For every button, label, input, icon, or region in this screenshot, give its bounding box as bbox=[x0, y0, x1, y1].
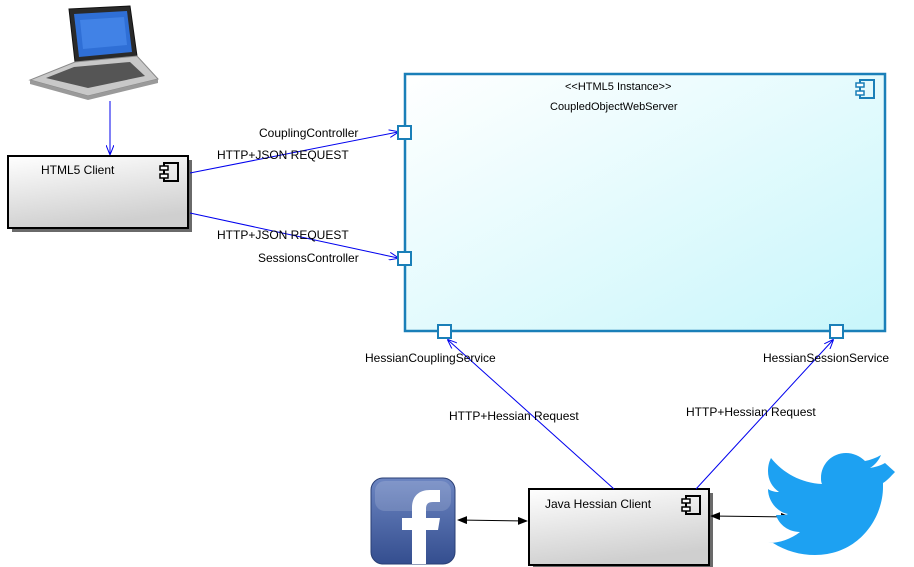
hessian-coupling-port[interactable] bbox=[437, 324, 452, 339]
coupling-controller-port[interactable] bbox=[397, 125, 412, 140]
server-name: CoupledObjectWebServer bbox=[550, 101, 678, 113]
hessian-session-port[interactable] bbox=[829, 324, 844, 339]
coupling-request-connector bbox=[189, 132, 398, 174]
hessian-request-label-2: HTTP+Hessian Request bbox=[686, 405, 816, 419]
coupling-controller-label: CouplingController bbox=[259, 126, 359, 140]
server-stereotype: <<HTML5 Instance>> bbox=[565, 81, 672, 93]
twitter-icon bbox=[768, 453, 895, 555]
html5-client-box[interactable] bbox=[7, 155, 189, 229]
sessions-request-connector bbox=[189, 212, 398, 258]
html5-component-icon bbox=[159, 162, 179, 182]
sessions-controller-label: SessionsController bbox=[258, 251, 359, 265]
hessian-session-service-label: HessianSessionService bbox=[763, 351, 890, 365]
hessian-request-label-1: HTTP+Hessian Request bbox=[449, 409, 579, 423]
java-component-icon bbox=[681, 495, 701, 515]
java-client-box[interactable] bbox=[528, 488, 710, 566]
hessian-coupling-service-label: HessianCouplingService bbox=[365, 351, 496, 365]
hessian-session-connector bbox=[695, 340, 833, 490]
server-box[interactable] bbox=[403, 72, 887, 333]
html5-client-label: HTML5 Client bbox=[41, 163, 115, 177]
laptop-icon bbox=[28, 5, 159, 100]
json-request-label-1: HTTP+JSON REQUEST bbox=[217, 148, 349, 162]
sessions-controller-port[interactable] bbox=[397, 251, 412, 266]
server-component-icon bbox=[855, 79, 875, 99]
hessian-coupling-connector bbox=[448, 340, 615, 490]
json-request-label-2: HTTP+JSON REQUEST bbox=[217, 228, 349, 242]
java-client-label: Java Hessian Client bbox=[545, 497, 652, 511]
facebook-icon bbox=[370, 477, 456, 565]
facebook-connector bbox=[457, 516, 528, 525]
